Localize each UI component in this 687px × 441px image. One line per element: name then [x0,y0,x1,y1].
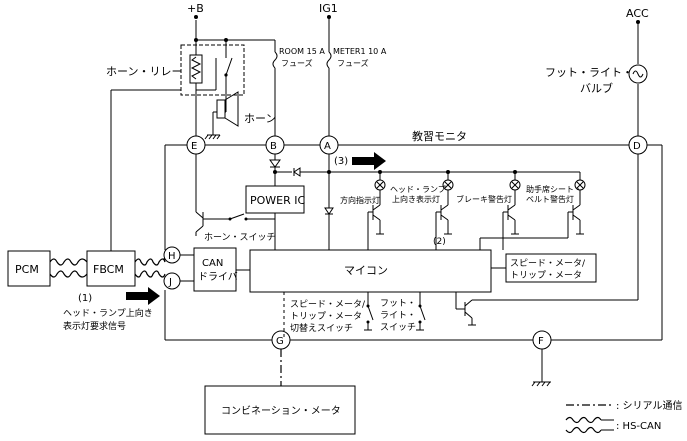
microcomputer-label: マイコン [344,264,388,277]
node-f-label: F [538,336,544,347]
b-to-power-ic [269,154,329,186]
turn-indicator-lamp [367,172,386,250]
foot-light-switch [416,292,426,331]
foot-light-bulb-line2: バルブ [580,81,613,95]
horn-switch-label: ホーン・スイッチ [204,232,276,243]
can-bus-pcm-fbcm [49,258,88,278]
pcm [7,250,51,287]
node-e-label: E [191,141,197,152]
brake-warning-lamp [502,172,521,250]
horn-relay-label: ホーン・リレー [106,65,182,78]
headlamp-lamp-line2: 上向き表示灯 [392,194,440,204]
node-a-label: A [324,141,331,152]
annotation-3: (3) [334,156,348,167]
seatbelt-lamp-line2: ベルト警告灯 [526,194,574,204]
headlamp-request-line2: 表示灯要求信号 [63,320,126,332]
meter-fuse-line1: METER1 10 A [333,47,387,56]
a-to-mycom [324,154,334,250]
relay-to-fbcm-wire [110,89,181,251]
horn-relay [180,40,245,105]
combination-meter-label: コンビネーション・メータ [221,405,341,417]
seatbelt-warning-lamp [479,171,586,250]
ig1-label: IG1 [319,2,338,15]
pcm-label: PCM [15,263,39,276]
horn-label: ホーン [244,112,276,125]
power-ic-label: POWER IC [250,194,306,207]
combination-meter [204,385,356,435]
headlamp-lamp-line1: ヘッド・ランプ [390,185,446,194]
node-j [163,272,181,290]
headlamp-request-line1: ヘッド・ランプ上向き [63,307,153,319]
plus-b-supply [194,15,276,52]
foot-light-driver [455,154,639,326]
legend-hscan-symbol [565,416,614,434]
plus-b-label: +B [187,2,204,15]
room-fuse-line1: ROOM 15 A [279,47,325,56]
can-driver-line1: CAN [202,258,223,269]
can-driver [193,247,237,292]
node-j-label: J [168,277,172,288]
direction-arrow-3 [352,152,386,170]
speed-trip-meter-line1: スピード・メータ/ [510,258,586,269]
fbcm [86,250,136,287]
can-driver-line2: ドライバ [198,271,238,283]
room-fuse-line2: フューズ [281,58,313,68]
speed-trip-meter-line2: トリップ・メータ [510,270,582,281]
meter-fuse-line2: フューズ [337,58,369,68]
node-d-label: D [633,141,641,152]
foot-light-switch-line2: ライト・ [380,310,416,321]
node-h-label: H [168,251,176,262]
legend-serial-label: : シリアル通信 [616,400,682,412]
monitor-outline [164,144,663,341]
node-b-label: B [270,141,277,152]
ig1-supply [326,15,332,136]
ground-f [531,349,551,387]
annotation-1: (1) [78,293,92,304]
speed-trip-switch-line3: 切替えスイッチ [290,322,353,334]
legend-hscan-label: : HS-CAN [616,421,661,432]
fbcm-label: FBCM [93,263,124,276]
room-fuse [272,51,278,136]
speed-trip-switch [283,292,374,340]
horn-switch-circuit [195,154,275,236]
monitor-title: 教習モニタ [412,130,467,143]
turn-lamp-label: 方向指示灯 [340,195,380,205]
horn [204,91,239,140]
foot-light-switch-line1: フット・ [380,299,416,309]
speed-trip-switch-line1: スピード・メータ/ [290,299,366,310]
acc-supply [628,20,648,136]
power-ic [245,185,305,214]
microcomputer [249,249,492,293]
direction-arrow-1 [126,287,160,305]
headlamp-indicator-lamp [435,172,454,250]
brake-lamp-label: ブレーキ警告灯 [456,194,512,204]
foot-light-switch-line3: スイッチ [380,322,416,333]
acc-label: ACC [626,7,649,20]
speed-trip-meter [491,253,597,283]
annotation-2: (2) [433,237,446,247]
can-bus-fbcm-monitor [134,254,194,282]
seatbelt-lamp-line1: 助手席シート・ [526,184,582,194]
node-g-label: G [276,336,284,347]
speed-trip-switch-line2: トリップ・メータ [290,311,362,322]
foot-light-bulb-line1: フット・ライト・ [545,66,633,79]
